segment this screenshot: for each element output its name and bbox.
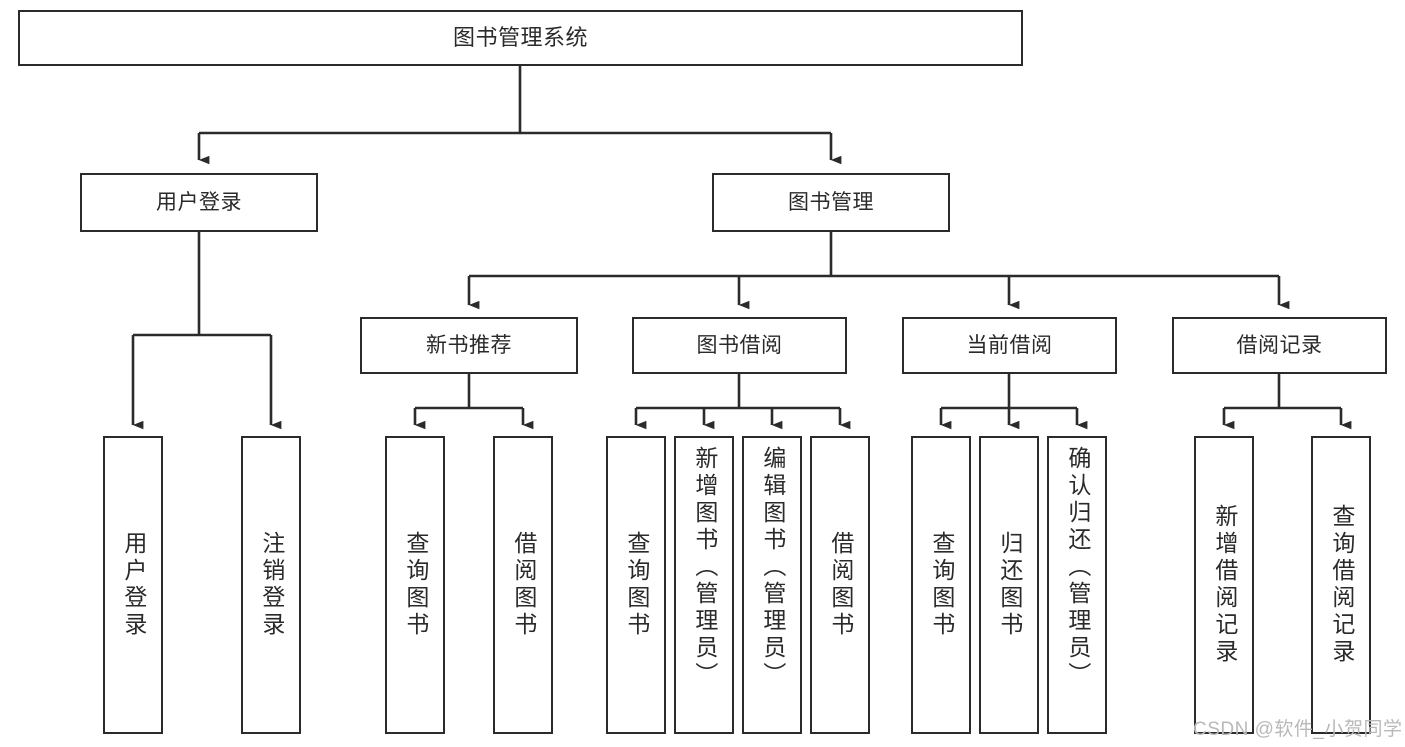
- node-label: 编辑图书（管理员）: [759, 446, 786, 689]
- node-label: 用户登录: [120, 531, 147, 639]
- node-book-borrow[interactable]: 图书借阅: [632, 317, 847, 374]
- leaf-query-books-borrow[interactable]: 查询图书: [606, 436, 666, 734]
- node-borrow-records[interactable]: 借阅记录: [1172, 317, 1387, 374]
- leaf-return-books[interactable]: 归还图书: [979, 436, 1039, 734]
- leaf-logout[interactable]: 注销登录: [241, 436, 301, 734]
- node-label: 当前借阅: [966, 334, 1053, 357]
- node-label: 用户登录: [156, 191, 242, 214]
- node-label: 借阅图书: [510, 531, 537, 639]
- leaf-query-borrow-record[interactable]: 查询借阅记录: [1311, 436, 1371, 734]
- node-label: 确认归还（管理员）: [1064, 446, 1091, 689]
- node-user-login[interactable]: 用户登录: [80, 173, 318, 232]
- node-book-management[interactable]: 图书管理: [712, 173, 950, 232]
- leaf-add-book-admin[interactable]: 新增图书（管理员）: [674, 436, 734, 734]
- leaf-confirm-return-admin[interactable]: 确认归还（管理员）: [1047, 436, 1107, 734]
- node-label: 图书借阅: [696, 334, 783, 357]
- node-label: 查询借阅记录: [1328, 504, 1355, 666]
- leaf-borrow-books-borrow[interactable]: 借阅图书: [810, 436, 870, 734]
- node-label: 归还图书: [996, 531, 1023, 639]
- node-label: 查询图书: [928, 531, 955, 639]
- node-root-book-management-system[interactable]: 图书管理系统: [18, 10, 1023, 66]
- node-label: 新书推荐: [426, 334, 512, 357]
- leaf-borrow-books-newbook[interactable]: 借阅图书: [493, 436, 553, 734]
- node-label: 借阅图书: [827, 531, 854, 639]
- node-label: 查询图书: [402, 531, 429, 639]
- node-label: 查询图书: [623, 531, 650, 639]
- leaf-query-books-current[interactable]: 查询图书: [911, 436, 971, 734]
- node-current-borrow[interactable]: 当前借阅: [902, 317, 1117, 374]
- node-label: 新增借阅记录: [1211, 504, 1238, 666]
- leaf-query-books-newbook[interactable]: 查询图书: [385, 436, 445, 734]
- node-label: 图书管理系统: [452, 25, 588, 50]
- node-label: 注销登录: [258, 531, 285, 639]
- node-label: 借阅记录: [1236, 334, 1323, 357]
- node-label: 图书管理: [788, 191, 874, 214]
- leaf-edit-book-admin[interactable]: 编辑图书（管理员）: [742, 436, 802, 734]
- node-label: 新增图书（管理员）: [691, 446, 718, 689]
- leaf-add-borrow-record[interactable]: 新增借阅记录: [1194, 436, 1254, 734]
- leaf-user-login[interactable]: 用户登录: [103, 436, 163, 734]
- node-new-book-recommendation[interactable]: 新书推荐: [360, 317, 578, 374]
